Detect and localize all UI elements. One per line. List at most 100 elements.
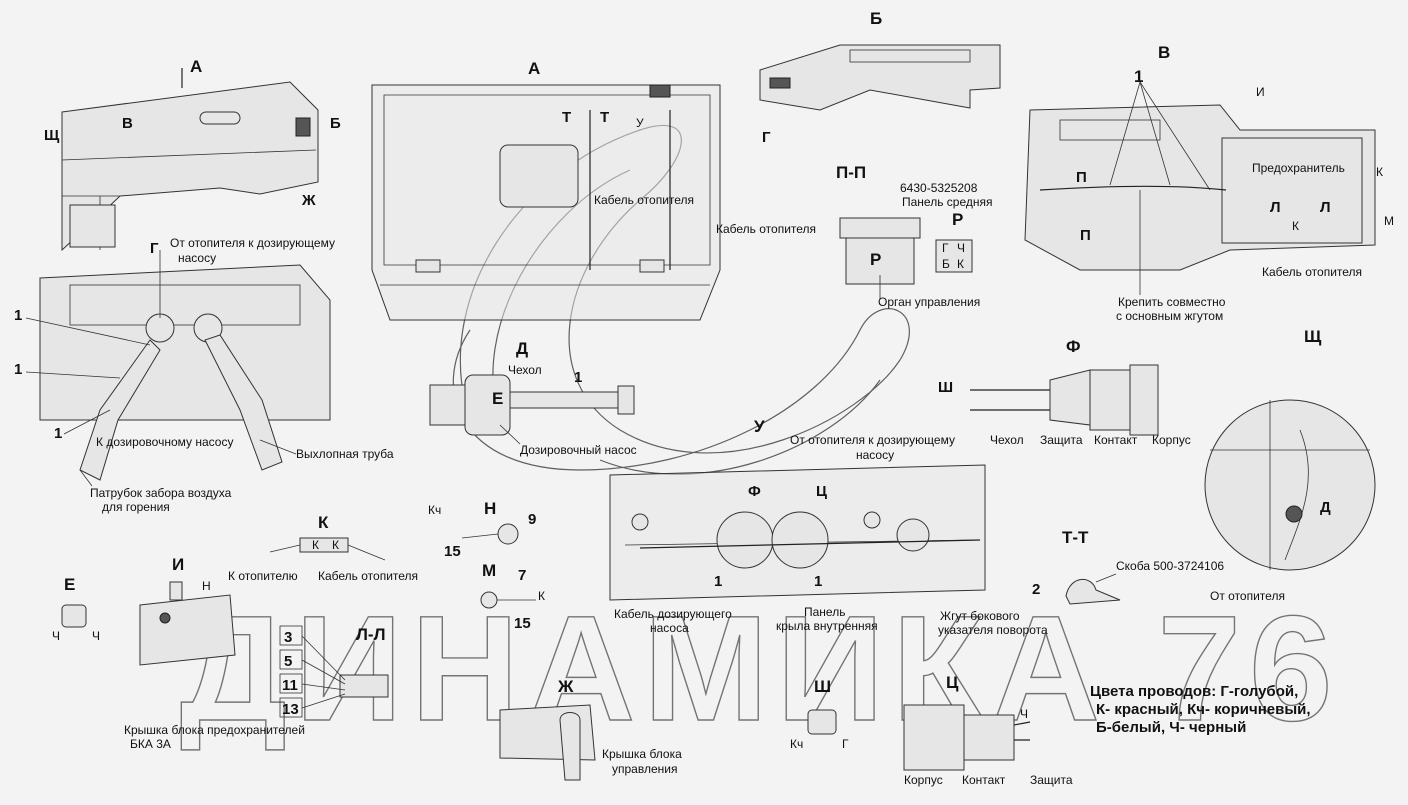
view-a-letter-shch: Щ (44, 127, 60, 144)
pump-cable-label-2: насоса (650, 621, 689, 635)
view-m: М 7 К 15 (480, 561, 545, 632)
pump-cable-label-1: Кабель дозирующего (614, 607, 732, 621)
housing-label-f: Корпус (1152, 433, 1191, 447)
view-v-p1: П (1076, 169, 1087, 186)
view-b-g: Г (762, 129, 771, 146)
g-num-1c: 1 (54, 425, 62, 442)
view-a-letter-b: Б (330, 115, 341, 132)
view-e-ch2: Ч (92, 629, 100, 643)
view-d: Д Чехол 1 Е Дозировочный насос (429, 339, 637, 457)
view-n-kch: Кч (428, 503, 441, 517)
view-b-label: Б (870, 9, 882, 28)
view-v-k: К (1376, 165, 1383, 179)
view-v-l1: Л (1270, 199, 1281, 216)
from-heater-pump-top-2: насосу (178, 251, 216, 265)
cover-label-d: Чехол (508, 363, 542, 377)
from-heater-pump-top-1: От отопителя к дозирующему (170, 236, 335, 250)
air-intake-label-2: для горения (102, 500, 170, 514)
watermark-text: ДИНАМИКА 76 (180, 584, 1341, 752)
view-r-label: Р (952, 210, 963, 229)
wire-color-note: Цвета проводов: Г-голубой, К- красный, К… (1090, 683, 1311, 736)
view-m-k: К (538, 589, 545, 603)
heater-cable-k: Кабель отопителя (318, 569, 418, 583)
view-u: У От отопителя к дозирующему насосу Ф Ц … (609, 417, 1048, 637)
view-u-label: У (754, 417, 765, 436)
view-zh-label: Ж (557, 677, 574, 696)
view-a-side: А В Щ Б Ж (44, 57, 341, 252)
fuse-label: Предохранитель (1252, 161, 1345, 175)
view-m-7: 7 (518, 567, 526, 584)
conn-r-k: К (957, 257, 964, 271)
ll-num-11: 11 (282, 677, 298, 694)
conn-r-ch: Ч (957, 241, 965, 255)
view-v-l2: Л (1320, 199, 1331, 216)
view-k-k1: К (312, 538, 319, 552)
view-sch: Щ Д От отопителя (1204, 327, 1376, 603)
view-ts-ch: Ч (1020, 707, 1028, 721)
view-sh-kch: Кч (790, 737, 803, 751)
view-m-15: 15 (514, 615, 531, 632)
housing-label-ts: Корпус (904, 773, 943, 787)
panel-label-2: крыла внутренняя (776, 619, 878, 633)
view-sh-g: Г (842, 737, 849, 751)
to-pump-label: К дозировочному насосу (96, 435, 233, 449)
bracket-label: Скоба 500-3724106 (1116, 559, 1224, 573)
view-ts: Ц Ч Корпус Контакт Защита (903, 673, 1073, 787)
view-i-n: Н (202, 579, 211, 593)
view-g-heater: Г От отопителя к дозирующему насосу 1 1 … (14, 236, 394, 514)
view-k-k2: К (332, 538, 339, 552)
ll-num-3: 3 (284, 629, 292, 646)
view-ll-label: Л-Л (356, 625, 386, 644)
panel-label-1: Панель (804, 605, 845, 619)
air-intake-label-1: Патрубок забора воздуха (90, 486, 232, 500)
view-u-1a: 1 (714, 573, 722, 590)
colors-line-2: К- красный, Кч- коричневый, (1096, 701, 1311, 718)
view-v-p2: П (1080, 227, 1091, 244)
view-u-f: Ф (748, 483, 761, 500)
view-sh: Ш Кч Г (790, 677, 849, 751)
view-u-1b: 1 (814, 573, 822, 590)
conn-r-g: Г (942, 241, 949, 255)
view-i-label: И (172, 555, 184, 574)
view-v-k2: К (1292, 219, 1299, 233)
view-a-main-label: А (528, 59, 540, 78)
view-d-label: Д (516, 339, 528, 358)
from-heater-pump-u-1: От отопителя к дозирующему (790, 433, 955, 447)
view-sch-d: Д (1320, 499, 1331, 516)
ll-num-13: 13 (282, 701, 299, 718)
exhaust-label: Выхлопная труба (296, 447, 394, 461)
to-heater-label: К отопителю (228, 569, 298, 583)
view-v-i: И (1256, 85, 1265, 99)
contact-label-ts: Контакт (962, 773, 1006, 787)
view-e-label: Е (64, 575, 75, 594)
from-heater-pump-u-2: насосу (856, 448, 894, 462)
view-v-num-1: 1 (1134, 67, 1143, 86)
view-n-9: 9 (528, 511, 536, 528)
ctrl-cover-label-1: Крышка блока (602, 747, 682, 761)
view-n-15: 15 (444, 543, 461, 560)
panel-mid-label: Панель средняя (902, 195, 993, 209)
protection-label-ts: Защита (1030, 773, 1073, 787)
g-num-1a: 1 (14, 307, 22, 324)
view-e-ch1: Ч (52, 629, 60, 643)
view-f-label: Ф (1066, 337, 1081, 356)
fix-label-1: Крепить совместно (1118, 295, 1226, 309)
view-tt-num-2: 2 (1032, 581, 1040, 598)
view-b: Б Г (759, 9, 1001, 146)
ll-num-5: 5 (284, 653, 292, 670)
cover-label-f: Чехол (990, 433, 1024, 447)
view-pp: П-П 6430-5325208 Панель средняя Р Кабель… (716, 163, 993, 309)
view-ts-label: Ц (946, 673, 959, 692)
conn-r-b: Б (942, 257, 950, 271)
ctrl-cover-label-2: управления (612, 762, 677, 776)
view-v-label: В (1158, 43, 1170, 62)
view-d-num-1: 1 (574, 369, 582, 386)
view-n: Н Кч 9 15 (428, 499, 536, 560)
view-m-label: М (482, 561, 496, 580)
view-tt: Т-Т 2 Скоба 500-3724106 (1032, 528, 1224, 605)
view-f: Ф Ш Чехол Защита Контакт Корпус (938, 337, 1191, 447)
view-v-m: М (1384, 214, 1394, 228)
fix-label-2: с основным жгутом (1116, 309, 1223, 323)
